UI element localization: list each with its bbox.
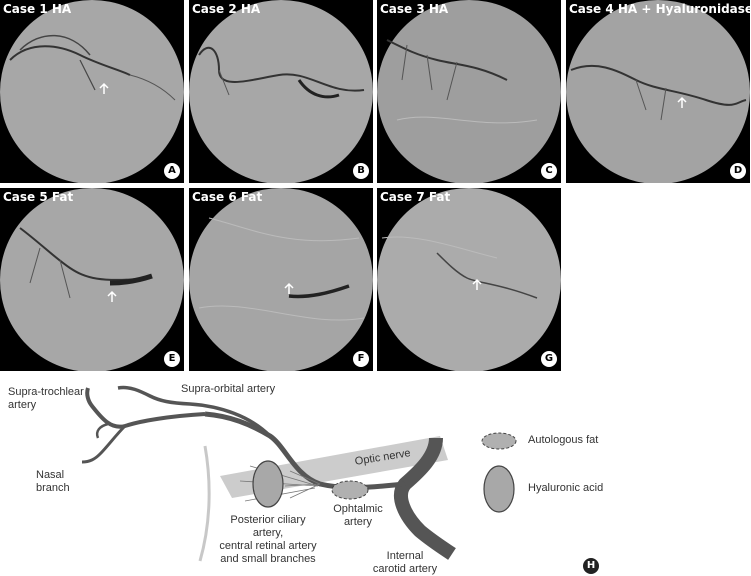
angiogram-panel-b: Case 2 HA B xyxy=(189,0,373,183)
label-line: Nasal xyxy=(36,469,65,481)
panel-title: Case 3 HA xyxy=(380,2,449,16)
panel-title: Case 2 HA xyxy=(192,2,261,16)
angiogram-image xyxy=(189,0,373,183)
label-line: and small branches xyxy=(220,553,316,565)
angiogram-panel-c: Case 3 HA C xyxy=(377,0,561,183)
angiogram-image xyxy=(566,0,750,183)
legend-label-fat: Autologous fat xyxy=(528,434,599,446)
angiogram-panel-a: Case 1 HA A xyxy=(0,0,184,183)
ophthalmic-vessel xyxy=(204,411,406,491)
legend-label-ha: Hyaluronic acid xyxy=(528,482,604,494)
label-supraorbital-artery: Supra-orbital artery xyxy=(181,383,276,395)
autologous-fat-marker xyxy=(331,480,369,500)
label-line: Supra-trochlear xyxy=(8,386,84,398)
label-internal-carotid-artery: Internal carotid artery xyxy=(362,550,448,576)
angiogram-image xyxy=(0,0,184,183)
legend-fat-icon xyxy=(481,432,517,450)
hyaluronic-acid-marker xyxy=(252,460,284,508)
label-line: Posterior ciliary artery, xyxy=(230,514,306,539)
label-ophthalmic-artery: Ophtalmic artery xyxy=(328,503,388,529)
panel-title: Case 6 Fat xyxy=(192,190,263,204)
supraorbital-vessel xyxy=(117,385,272,438)
panel-letter-badge: C xyxy=(541,163,557,179)
label-supratrochlear-artery: Supra-trochlear artery xyxy=(8,386,84,412)
label-line: Ophtalmic xyxy=(333,503,383,515)
panel-letter-badge: F xyxy=(353,351,369,367)
panel-title: Case 1 HA xyxy=(3,2,72,16)
angiogram-image xyxy=(0,188,184,371)
label-line: Internal xyxy=(386,550,424,562)
supratrochlear-vessel xyxy=(85,387,206,429)
angiogram-panel-g: Case 7 Fat G xyxy=(377,188,561,371)
label-line: artery xyxy=(343,516,373,528)
panel-letter-badge: D xyxy=(730,163,746,179)
label-line: carotid artery xyxy=(372,563,438,575)
angiogram-panel-e: Case 5 Fat E xyxy=(0,188,184,371)
angiogram-panel-d: Case 4 HA + Hyaluronidase D xyxy=(566,0,750,183)
panel-title: Case 5 Fat xyxy=(3,190,74,204)
angiogram-image xyxy=(377,0,561,183)
panel-letter-badge: G xyxy=(541,351,557,367)
label-line: branch xyxy=(36,482,70,494)
nasal-branch-vessel xyxy=(81,424,127,464)
panel-letter-badge: A xyxy=(164,163,180,179)
label-line: central retinal artery xyxy=(219,540,317,552)
internal-carotid-vessel xyxy=(394,437,456,560)
panel-letter-badge: B xyxy=(353,163,369,179)
panel-letter-badge: E xyxy=(164,351,180,367)
label-line: artery xyxy=(8,399,37,411)
panel-letter-badge-h: H xyxy=(583,558,599,574)
orbit-rim xyxy=(198,445,211,562)
label-nasal-branch: Nasal branch xyxy=(36,469,70,495)
angiogram-panel-f: Case 6 Fat F xyxy=(189,188,373,371)
legend-ha-icon xyxy=(483,465,515,513)
panel-title: Case 7 Fat xyxy=(380,190,451,204)
label-posterior-ciliary-artery: Posterior ciliary artery, central retina… xyxy=(214,514,322,566)
anatomy-diagram xyxy=(81,385,517,562)
panel-title: Case 4 HA + Hyaluronidase xyxy=(569,2,750,16)
angiogram-image xyxy=(377,188,561,371)
angiogram-image xyxy=(189,188,373,371)
